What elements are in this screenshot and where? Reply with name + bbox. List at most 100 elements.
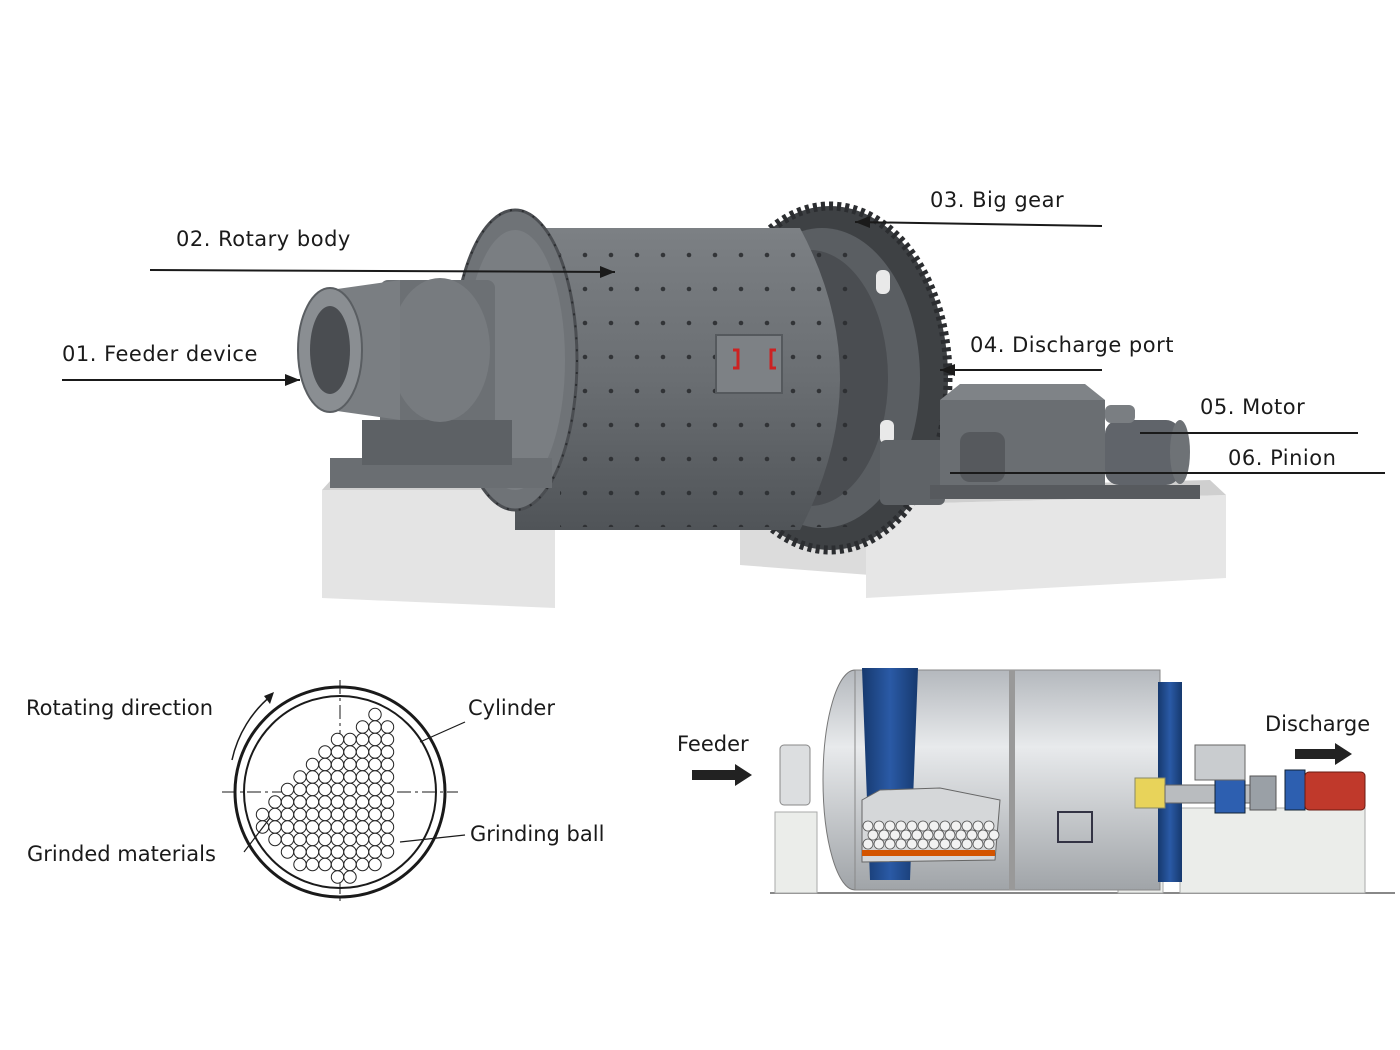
discharge-port-label: 04. Discharge port bbox=[970, 333, 1174, 357]
discharge-arrow bbox=[1295, 743, 1352, 765]
grinding-ball bbox=[330, 782, 345, 797]
grinding-ball bbox=[293, 770, 307, 784]
big-gear-leader bbox=[854, 221, 1103, 227]
grinding-ball bbox=[380, 770, 395, 784]
ball-mill-illustration bbox=[62, 201, 1385, 608]
grinding-ball bbox=[343, 832, 357, 847]
grinding-ball bbox=[368, 782, 382, 797]
grinding-ball bbox=[355, 845, 370, 859]
grinding-ball bbox=[330, 857, 345, 872]
feeder-device-label: 01. Feeder device bbox=[62, 342, 258, 366]
grinding-ball bbox=[305, 845, 320, 859]
rotary-body-label: 02. Rotary body bbox=[176, 227, 351, 251]
grinding-ball bbox=[330, 870, 345, 884]
grinding-ball bbox=[368, 820, 382, 834]
motor-label: 05. Motor bbox=[1200, 395, 1306, 419]
cutaway-ball bbox=[917, 820, 929, 832]
grinding-ball bbox=[268, 795, 282, 809]
grinding-ball bbox=[343, 807, 357, 822]
grinding-ball bbox=[280, 807, 295, 822]
motor bbox=[1304, 771, 1366, 811]
grinding-ball bbox=[368, 807, 382, 822]
grinding-ball bbox=[343, 795, 357, 809]
feed-end bbox=[779, 744, 811, 806]
cutaway-ball bbox=[911, 829, 923, 841]
grinding-ball bbox=[293, 832, 307, 847]
grinding-ball bbox=[318, 757, 332, 772]
grinding-ball bbox=[355, 807, 370, 822]
grinding-ball bbox=[368, 857, 382, 872]
cutaway-ball bbox=[906, 838, 918, 850]
cutaway-ball bbox=[977, 829, 989, 841]
cutaway-ball bbox=[950, 820, 962, 832]
grinding-ball bbox=[343, 857, 357, 872]
cutaway-ball bbox=[884, 838, 896, 850]
cutaway-ball bbox=[928, 838, 940, 850]
grinding-ball bbox=[343, 870, 357, 884]
grinding-ball bbox=[343, 782, 357, 797]
grinding-ball bbox=[355, 757, 370, 772]
grinding-ball bbox=[330, 745, 345, 759]
grinding-ball bbox=[368, 745, 382, 759]
grinding-ball bbox=[330, 820, 345, 834]
grinding-ball bbox=[293, 795, 307, 809]
grinding-ball bbox=[330, 770, 345, 784]
right-foundation bbox=[866, 495, 1226, 598]
grinding-ball bbox=[343, 770, 357, 784]
grinding-ball bbox=[380, 845, 395, 859]
cutaway-ball bbox=[950, 838, 962, 850]
grinding-ball bbox=[293, 820, 307, 834]
grinding-ball bbox=[305, 820, 320, 834]
cutaway-ball bbox=[972, 838, 984, 850]
grinding-ball bbox=[318, 782, 332, 797]
grinding-ball bbox=[280, 845, 295, 859]
discharge-label: Discharge bbox=[1265, 712, 1371, 736]
grinding-ball bbox=[305, 807, 320, 822]
grinding-ball bbox=[355, 770, 370, 784]
mill-cutaway-diagram bbox=[692, 668, 1395, 894]
motor-body bbox=[1105, 420, 1180, 485]
grinding-ball bbox=[330, 832, 345, 847]
cutaway-ball bbox=[922, 829, 934, 841]
grinding-ball bbox=[343, 820, 357, 834]
cutaway-ball bbox=[983, 820, 995, 832]
grinding-ball bbox=[268, 807, 282, 822]
grinding-ball bbox=[368, 770, 382, 784]
grinding-ball bbox=[305, 795, 320, 809]
grinding-ball bbox=[368, 795, 382, 809]
grinding-ball bbox=[380, 720, 395, 734]
cutaway-ball bbox=[895, 820, 907, 832]
grinding-ball bbox=[380, 820, 395, 834]
cutaway-ball bbox=[895, 838, 907, 850]
grinding-ball bbox=[305, 857, 320, 872]
cutaway-ball bbox=[862, 820, 874, 832]
cutaway-ball bbox=[884, 820, 896, 832]
cutaway-ball bbox=[933, 829, 945, 841]
grinding-ball bbox=[293, 782, 307, 797]
grinding-ball bbox=[293, 807, 307, 822]
cutaway-ball bbox=[939, 838, 951, 850]
grinding-ball bbox=[355, 745, 370, 759]
grinding-ball bbox=[368, 757, 382, 772]
pinion-label: 06. Pinion bbox=[1228, 446, 1337, 470]
cutaway-ball bbox=[961, 838, 973, 850]
cutaway-ball bbox=[889, 829, 901, 841]
cutaway-ball bbox=[939, 820, 951, 832]
grinding-ball bbox=[318, 745, 332, 759]
cutaway-ball bbox=[961, 820, 973, 832]
grinding-ball bbox=[280, 795, 295, 809]
grinding-ball bbox=[305, 782, 320, 797]
feeder-arrow bbox=[692, 764, 752, 786]
cutaway-ball bbox=[966, 829, 978, 841]
grinding-ball bbox=[355, 832, 370, 847]
grinding-ball bbox=[380, 745, 395, 759]
grinding-ball bbox=[355, 795, 370, 809]
feeder-label: Feeder bbox=[677, 732, 749, 756]
cutaway-ball bbox=[928, 820, 940, 832]
grinding-ball bbox=[318, 845, 332, 859]
cutaway-ball bbox=[955, 829, 967, 841]
cutaway-ball bbox=[988, 829, 1000, 841]
grinding-ball bbox=[380, 782, 395, 797]
grinding-ball-label: Grinding ball bbox=[470, 822, 605, 846]
